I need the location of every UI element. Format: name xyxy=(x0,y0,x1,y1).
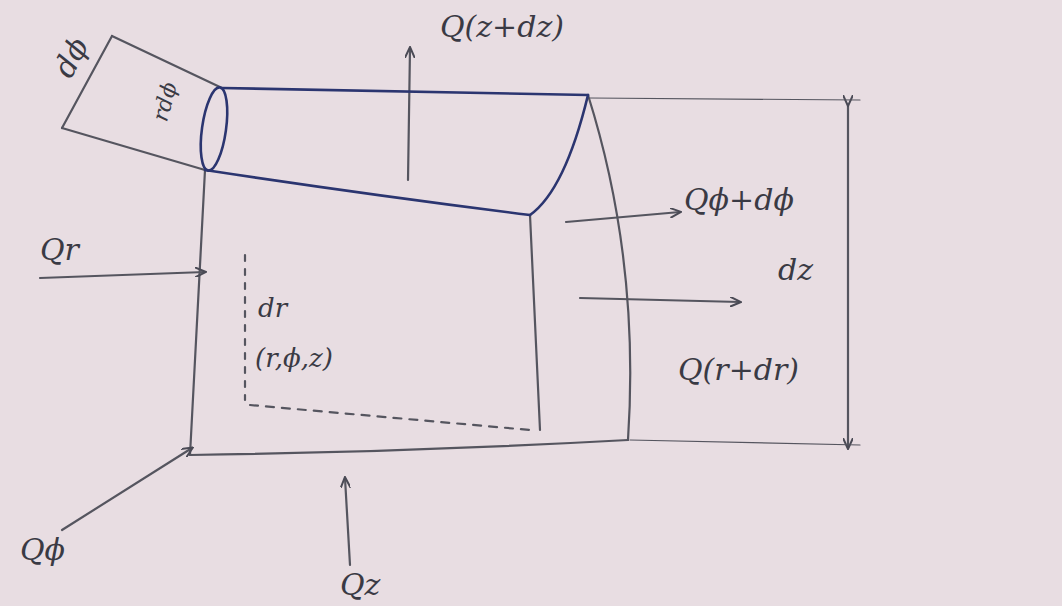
coordinate-label: (r,ϕ,z) xyxy=(255,345,333,371)
flux-label: Qϕ+dϕ xyxy=(684,185,794,215)
flux-label: Q(z+dz) xyxy=(440,12,564,42)
flux-label: Q(r+dr) xyxy=(678,355,799,385)
dimension-label: dr xyxy=(258,295,287,321)
flux-label: Qϕ xyxy=(20,535,65,565)
dimension-label: dz xyxy=(778,255,813,285)
angle-label: dϕ xyxy=(49,33,94,82)
arc-length-label: rdϕ xyxy=(149,80,181,124)
flux-label: Qr xyxy=(40,235,79,265)
flux-label: Qz xyxy=(340,570,380,600)
